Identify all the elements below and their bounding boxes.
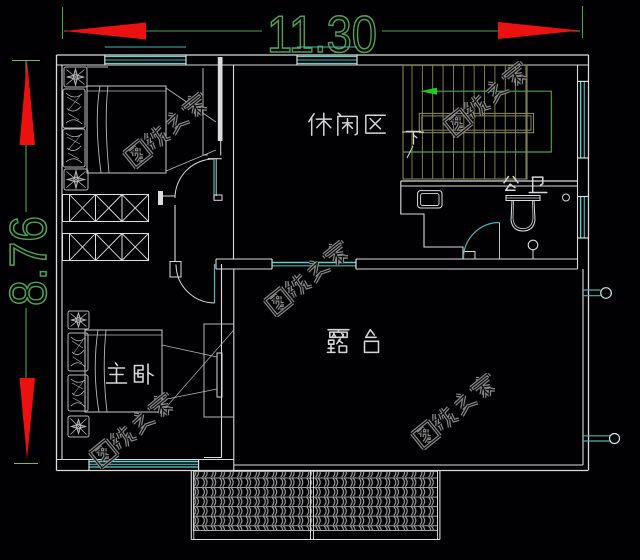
svg-text:8.76: 8.76 bbox=[0, 216, 58, 306]
